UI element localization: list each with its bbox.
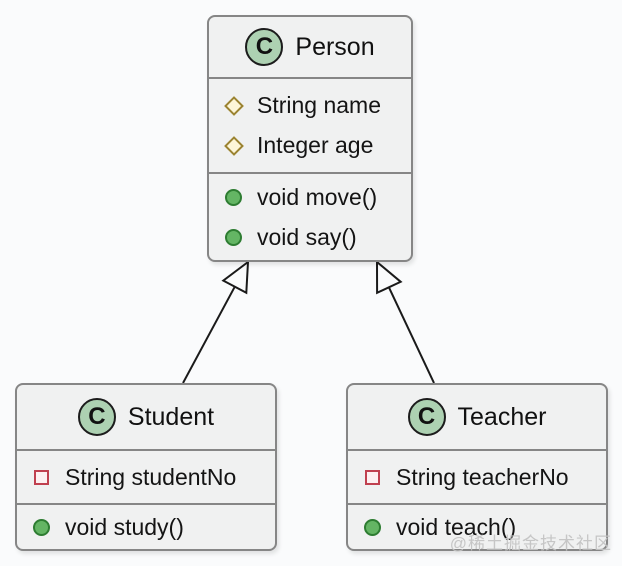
methods-section-student: void study() — [17, 503, 275, 549]
field-text: String teacherNo — [396, 463, 569, 490]
method-row: void say() — [209, 217, 411, 257]
private-field-square-icon — [34, 469, 49, 485]
inheritance-arrow-student-to-person — [182, 259, 250, 384]
class-box-person: C Person String name Integer age void mo… — [207, 15, 413, 262]
private-field-square-icon — [365, 469, 380, 485]
hollow-triangle-arrowhead-icon — [221, 259, 250, 295]
class-header-teacher: C Teacher — [348, 385, 606, 449]
method-text: void study() — [65, 513, 184, 540]
public-method-circle-icon — [225, 188, 242, 206]
inheritance-arrow-teacher-to-person — [375, 259, 435, 384]
field-row: Integer age — [209, 126, 411, 166]
method-row: void study() — [17, 507, 275, 547]
field-row: String teacherNo — [348, 457, 606, 497]
class-header-person: C Person — [209, 17, 411, 77]
class-name-person: Person — [295, 32, 375, 61]
fields-section-teacher: String teacherNo — [348, 449, 606, 503]
method-row: void move() — [209, 177, 411, 217]
field-row: String studentNo — [17, 457, 275, 497]
class-stereotype-icon: C — [77, 398, 116, 436]
field-text: String name — [257, 92, 382, 118]
method-text: void teach() — [396, 513, 517, 540]
methods-section-teacher: void teach() — [348, 503, 606, 549]
fields-section-person: String name Integer age — [209, 77, 411, 172]
class-box-student: C Student String studentNo void study() — [15, 383, 277, 551]
class-name-student: Student — [127, 402, 215, 431]
class-stereotype-icon: C — [407, 398, 446, 436]
field-text: String studentNo — [65, 463, 237, 490]
protected-field-diamond-icon — [224, 135, 244, 156]
field-text: Integer age — [257, 132, 374, 158]
method-text: void move() — [257, 183, 378, 210]
watermark-text: @稀土掘金技术社区 — [449, 534, 612, 553]
method-text: void say() — [257, 223, 357, 250]
fields-section-student: String studentNo — [17, 449, 275, 503]
class-name-teacher: Teacher — [457, 402, 547, 431]
class-stereotype-icon: C — [245, 28, 284, 66]
public-method-circle-icon — [364, 518, 381, 536]
hollow-triangle-arrowhead-icon — [375, 259, 403, 295]
methods-section-person: void move() void say() — [209, 172, 411, 260]
class-header-student: C Student — [17, 385, 275, 449]
public-method-circle-icon — [225, 228, 242, 246]
public-method-circle-icon — [33, 518, 50, 536]
method-row: void teach() — [348, 507, 606, 547]
class-box-teacher: C Teacher String teacherNo void teach() — [346, 383, 608, 551]
field-row: String name — [209, 86, 411, 126]
protected-field-diamond-icon — [224, 95, 244, 116]
